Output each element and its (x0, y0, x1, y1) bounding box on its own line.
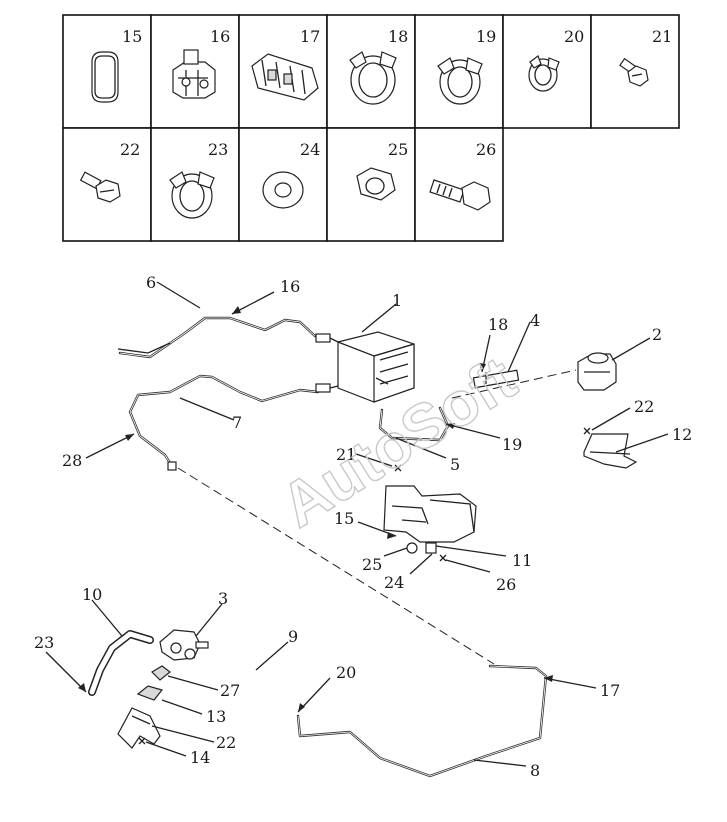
callout-14: 14 (190, 748, 210, 767)
callout-19: 19 (502, 435, 522, 454)
hex-bolt-icon (429, 179, 491, 211)
bracket-12 (583, 433, 638, 469)
callout-15: 15 (334, 509, 354, 528)
callout-25: 25 (362, 555, 382, 574)
callout-26: 26 (496, 575, 516, 594)
callout-1: 1 (392, 291, 402, 310)
exploded-view: 1 2 3 4 5 6 7 8 9 10 11 12 13 14 15 16 1… (34, 273, 692, 780)
callout-18: 18 (488, 315, 508, 334)
routing-dashed-line (177, 467, 495, 665)
callout-20: 20 (336, 663, 356, 682)
catalog-cell-22 (62, 127, 152, 242)
callout-10: 10 (82, 585, 102, 604)
bracket-14 (117, 707, 161, 749)
callout-12: 12 (672, 425, 692, 444)
callout-23: 23 (34, 633, 54, 652)
callout-16: 16 (280, 277, 300, 296)
nut-marker (425, 542, 437, 554)
hose-clamp-icon (169, 171, 215, 219)
callout-9: 9 (288, 627, 298, 646)
catalog-number: 26 (476, 140, 496, 159)
bolt-icon (79, 171, 121, 203)
hose-10 (88, 630, 154, 696)
callout-17: 17 (600, 681, 620, 700)
callout-22: 22 (216, 733, 236, 752)
catalog-number: 16 (210, 27, 230, 46)
callout-24: 24 (384, 573, 404, 592)
callout-21: 21 (336, 445, 356, 464)
parts-catalog-grid: 15 16 17 18 19 20 21 22 23 24 25 26 (62, 14, 680, 242)
callout-5: 5 (450, 455, 460, 474)
callout-4: 4 (530, 311, 540, 330)
charcoal-canister (315, 331, 415, 403)
bolt-icon (619, 57, 649, 87)
catalog-number: 24 (300, 140, 320, 159)
clip-icon (172, 49, 216, 99)
check-valve-3 (159, 629, 209, 661)
hose-5 (378, 406, 450, 442)
catalog-number: 22 (120, 140, 140, 159)
hose-9 (209, 649, 299, 715)
grommet-27 (151, 665, 171, 681)
callout-2: 2 (652, 325, 662, 344)
canister-bracket-11 (383, 485, 477, 543)
callout-8: 8 (530, 761, 540, 780)
leader-lines (45, 281, 669, 767)
washer-icon (262, 171, 304, 209)
fastener-cross-markers (138, 427, 591, 745)
callout-28: 28 (62, 451, 82, 470)
callout-7: 7 (232, 413, 242, 432)
multi-clip-icon (251, 53, 319, 101)
callout-6: 6 (146, 273, 156, 292)
callout-27: 27 (220, 681, 240, 700)
washer-marker (406, 542, 418, 554)
pad-13 (136, 685, 164, 701)
callout-22: 22 (634, 397, 654, 416)
callout-13: 13 (206, 707, 226, 726)
purge-valve (577, 352, 617, 391)
callout-11: 11 (512, 551, 532, 570)
catalog-number: 15 (122, 27, 142, 46)
filter-4 (472, 369, 520, 389)
nut-icon (356, 167, 396, 201)
catalog-number: 17 (300, 27, 320, 46)
catalog-number: 19 (476, 27, 496, 46)
vapor-line-16 (117, 316, 317, 359)
vapor-line-8 (296, 664, 548, 778)
catalog-cell-26 (414, 127, 504, 242)
catalog-number: 18 (388, 27, 408, 46)
catalog-number: 20 (564, 27, 584, 46)
hose-clamp-icon (349, 51, 397, 105)
catalog-number: 21 (652, 27, 672, 46)
gasket-icon (91, 51, 119, 103)
vapor-line-7 (128, 374, 320, 471)
callout-3: 3 (218, 589, 228, 608)
hose-clamp-icon (437, 57, 483, 105)
assembly-dashed-line (451, 369, 577, 399)
catalog-number: 25 (388, 140, 408, 159)
hose-clamp-icon (528, 55, 560, 92)
callout-labels: 1 2 3 4 5 6 7 8 9 10 11 12 13 14 15 16 1… (34, 273, 692, 780)
catalog-number: 23 (208, 140, 228, 159)
